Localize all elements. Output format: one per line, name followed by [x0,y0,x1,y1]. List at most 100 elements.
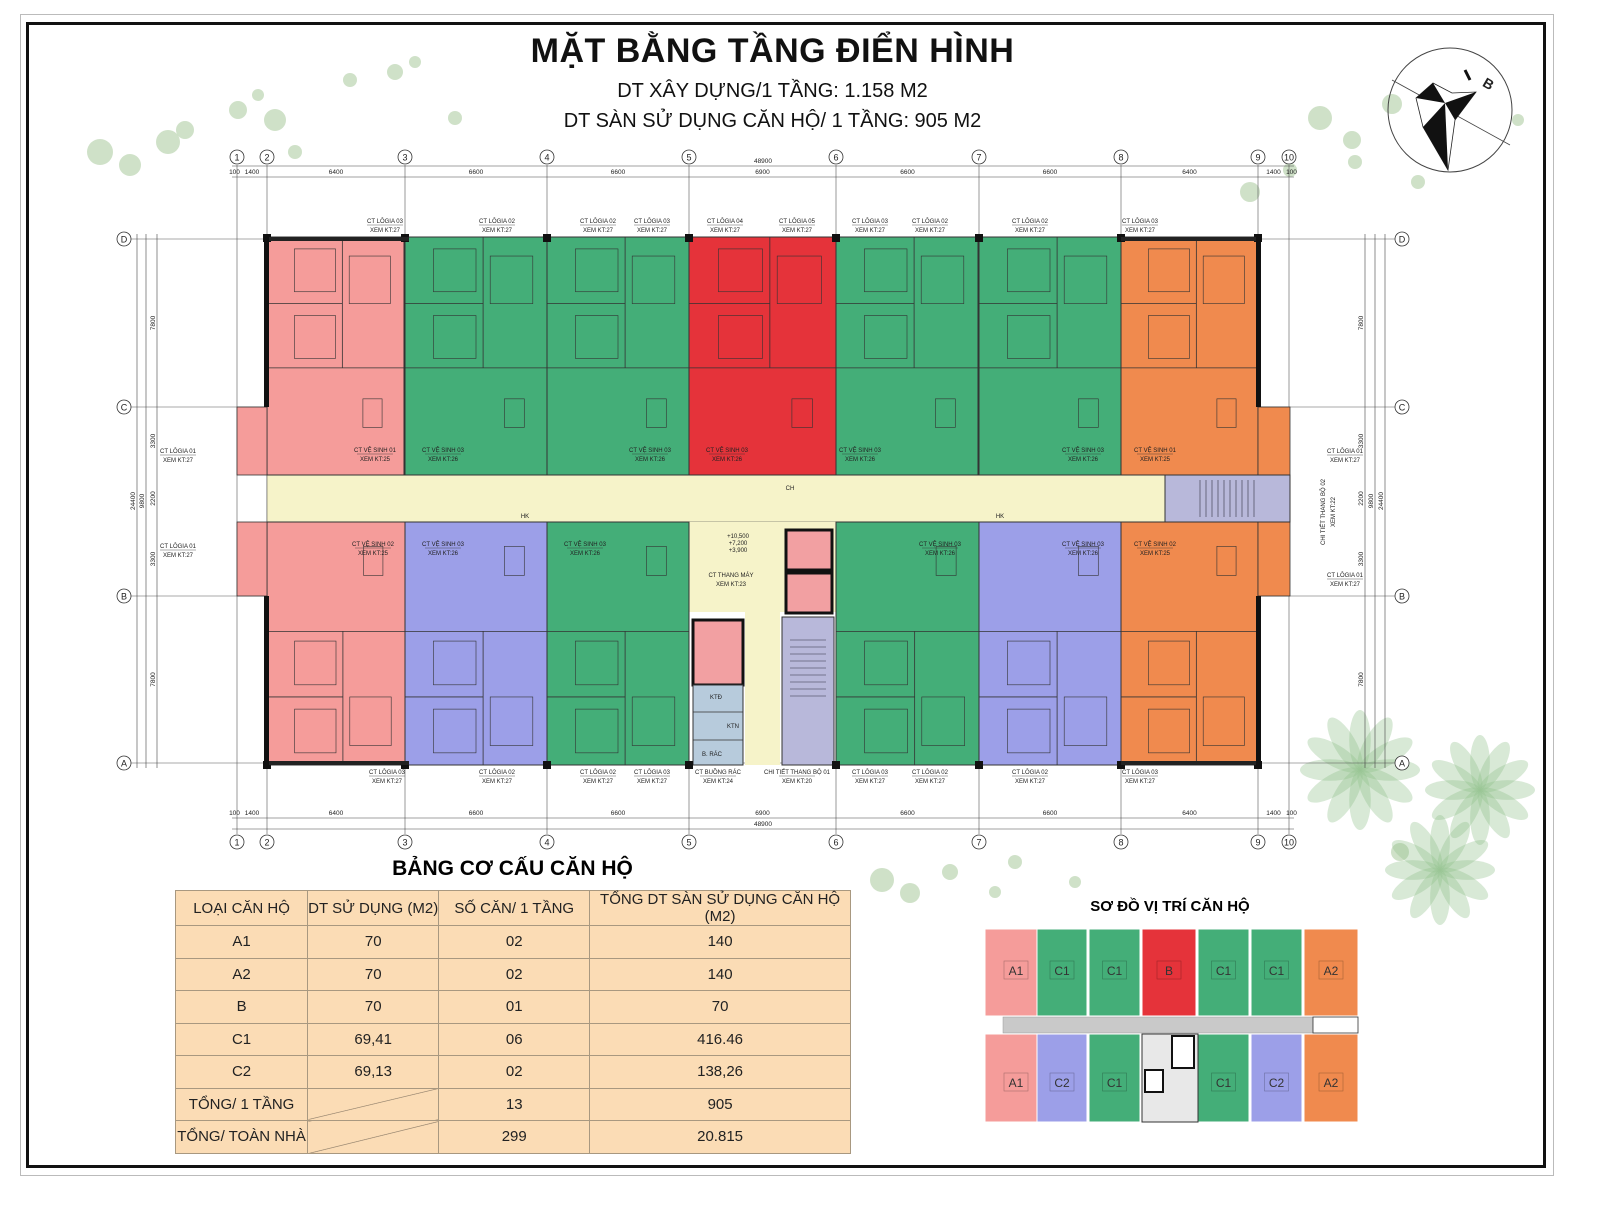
grid-bubble [1250,834,1266,850]
bathroom [1202,696,1245,746]
annotation-wc: XEM KT:25 [360,457,391,463]
grid-bubble [259,834,275,850]
wall [264,237,269,407]
tree-leaf [1349,770,1371,830]
bed [433,640,477,686]
bed [1007,708,1051,754]
dining-table [935,545,957,576]
bathroom [631,255,676,304]
table-cell: LOẠI CĂN HỘ [174,890,309,926]
dimension-label: 100 [229,169,240,176]
annotation-loggia: CT LÔGIA 01 [1327,572,1364,579]
foliage-dot [1411,175,1425,189]
annotation-top: XEM KT:27 [1125,228,1156,234]
unit-top-B [688,236,837,476]
compass-ring [1387,47,1513,173]
tree-leaf [1470,790,1490,845]
grid-bubble [229,834,245,850]
annotation-bottom: XEM KT:27 [482,779,513,785]
grid-label: 1 [234,153,239,163]
dimension-label: 2200 [1358,491,1365,506]
table-cell: 299 [438,1120,591,1154]
annotation-top: XEM KT:27 [370,228,401,234]
foliage-dot [156,130,180,154]
annotation-wc: CT VỆ SINH 02 [352,540,395,548]
dimension-label: 100 [1286,810,1297,817]
unit-top-C1 [546,236,690,476]
grid-bubble [1113,149,1129,165]
grid-label: 5 [686,838,691,848]
grid-bubble [1281,834,1297,850]
column [685,761,693,769]
grid-label: 7 [976,153,981,163]
dimension-label: 3300 [1358,433,1365,448]
foliage-dot [870,868,894,892]
table-cell: 20.815 [589,1120,851,1154]
annotation-bottom: XEM KT:27 [637,779,668,785]
loggia [236,406,268,476]
bed [294,640,337,686]
table-cell [307,1087,440,1121]
tree-leaf [1450,741,1483,791]
dimension-label: 3300 [150,433,157,448]
dining-table [1078,398,1099,428]
level-mark: +7,200 [729,541,748,547]
bathroom [631,696,676,746]
annotation-loggia: XEM KT:27 [1330,458,1361,464]
dimension-label: 7800 [150,672,157,687]
dining-table [504,545,525,576]
bed [1007,640,1051,686]
annotation-wc: XEM KT:26 [570,551,601,557]
map-unit-tag [1102,1072,1127,1092]
bed [1148,708,1190,754]
annotation-stair: XEM KT:22 [1331,496,1337,527]
foliage-dot [900,883,920,903]
table-cell: 06 [438,1022,591,1056]
tree-leaf [1349,710,1371,770]
grid-bubble [828,834,844,850]
tree-leaf [1410,869,1443,919]
tree-leaf [1479,760,1529,793]
grid-bubble [1250,149,1266,165]
table-cell: 905 [589,1087,851,1121]
grid-label: 6 [833,838,838,848]
bathroom [489,255,534,304]
foliage-dot [229,101,247,119]
tree-leaf [1450,789,1483,839]
bed [1148,315,1190,359]
foliage-dot [387,64,403,80]
grid-bubble [971,834,987,850]
unit-top-C1 [978,236,1122,476]
dimension-label: 3300 [1358,551,1365,566]
dimension-label: 2200 [150,491,157,506]
map-unit [1303,928,1359,1017]
annotation-top: CT LÔGIA 03 [1122,218,1159,225]
grid-bubble [681,149,697,165]
service-lift [691,618,745,687]
bathroom [489,696,534,746]
grid-label: 6 [833,153,838,163]
wall [1256,596,1261,766]
bed [575,708,619,754]
dimension-label: 1400 [1266,169,1281,176]
map-unit-label: C2 [1269,1076,1285,1090]
annotation-top: CT LÔGIA 04 [707,218,744,225]
annotation-loggia: CT LÔGIA 01 [160,543,197,550]
annotation-bottom: XEM KT:27 [372,779,403,785]
dimension-label: 6600 [469,810,484,817]
lift [784,528,834,572]
tree-leaf [1439,867,1489,900]
map-corridor [1002,1016,1314,1034]
map-unit-label: C1 [1107,1076,1123,1090]
dimension-label: 6600 [900,169,915,176]
dimension-label: 6600 [469,169,484,176]
hk-label: HK [521,514,529,520]
annotation-wc: XEM KT:26 [845,457,876,463]
map-unit [984,1033,1038,1123]
dimension-label: 7800 [1358,315,1365,330]
unit-bottom-C2 [404,521,548,766]
dimension-label: 6400 [1182,810,1197,817]
foliage-dot [409,56,421,68]
dimension-label: 6400 [329,169,344,176]
